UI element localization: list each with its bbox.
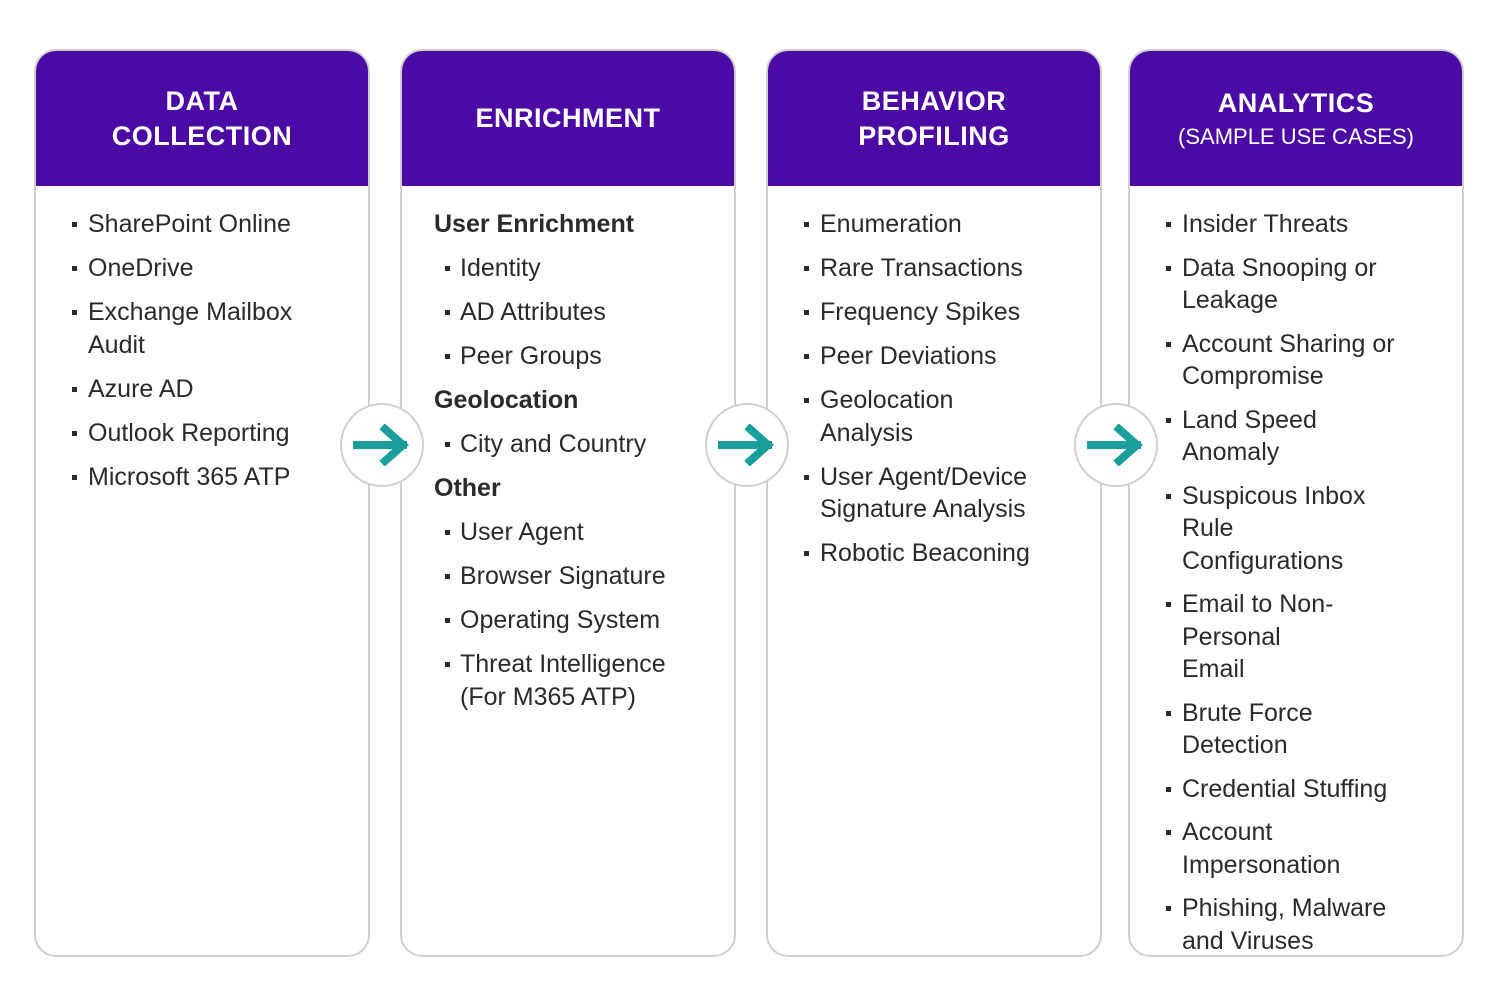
column-data-collection: DATA COLLECTION SharePoint Online OneDri… <box>34 49 370 957</box>
list-item: Geolocation Analysis <box>768 384 1100 449</box>
list-item: Land Speed Anomaly <box>1130 404 1462 469</box>
list-item: Microsoft 365 ATP <box>36 461 368 494</box>
column-title: DATA COLLECTION <box>111 85 293 151</box>
arrow-right-icon <box>718 424 775 466</box>
list-item: Email to Non-Personal Email <box>1130 588 1462 686</box>
list-item: Browser Signature <box>402 560 734 593</box>
list-item: Robotic Beaconing <box>768 537 1100 570</box>
list-item: Peer Deviations <box>768 340 1100 373</box>
column-subtitle: (SAMPLE USE CASES) <box>1178 124 1414 149</box>
list-item: User Agent <box>402 516 734 549</box>
list-item: Threat Intelligence (For M365 ATP) <box>402 648 734 713</box>
column-title: ENRICHMENT <box>475 103 661 133</box>
list-item: User Agent/Device Signature Analysis <box>768 461 1100 526</box>
item-list: SharePoint Online OneDrive Exchange Mail… <box>36 208 368 493</box>
column-body: User Enrichment Identity AD Attributes P… <box>402 186 734 713</box>
list-item: OneDrive <box>36 252 368 285</box>
column-body: SharePoint Online OneDrive Exchange Mail… <box>36 186 368 493</box>
list-item: Frequency Spikes <box>768 296 1100 329</box>
list-item: Peer Groups <box>402 340 734 373</box>
column-behavior-profiling: BEHAVIOR PROFILING Enumeration Rare Tran… <box>766 49 1102 957</box>
column-title: BEHAVIOR PROFILING <box>858 85 1010 151</box>
list-item: Credential Stuffing <box>1130 773 1462 806</box>
column-body: Enumeration Rare Transactions Frequency … <box>768 186 1100 570</box>
arrow-right-icon <box>1087 424 1144 466</box>
arrow-right-icon <box>353 424 410 466</box>
list-item: Identity <box>402 252 734 285</box>
list-item: Outlook Reporting <box>36 417 368 450</box>
column-analytics: ANALYTICS (SAMPLE USE CASES) Insider Thr… <box>1128 49 1464 957</box>
list-item: Insider Threats <box>1130 208 1462 241</box>
column-header: BEHAVIOR PROFILING <box>768 51 1100 186</box>
list-item: Exchange Mailbox Audit <box>36 296 368 361</box>
column-header: ENRICHMENT <box>402 51 734 186</box>
list-item: Account Sharing or Compromise <box>1130 328 1462 393</box>
list-item: Phishing, Malware and Viruses <box>1130 892 1462 955</box>
list-item: Operating System <box>402 604 734 637</box>
list-item: Data Snooping or Leakage <box>1130 252 1462 317</box>
list-item: City and Country <box>402 428 734 461</box>
group-heading: User Enrichment <box>434 210 635 238</box>
column-header: ANALYTICS (SAMPLE USE CASES) <box>1130 51 1462 186</box>
group-heading: Geolocation <box>434 386 579 414</box>
list-item: AD Attributes <box>402 296 734 329</box>
column-title: ANALYTICS <box>1217 88 1375 118</box>
connector-1 <box>340 403 424 487</box>
group-heading: Other <box>434 474 501 502</box>
list-item: Azure AD <box>36 373 368 406</box>
list-item: Brute Force Detection <box>1130 697 1462 762</box>
item-list: Enumeration Rare Transactions Frequency … <box>768 208 1100 570</box>
connector-3 <box>1074 403 1158 487</box>
list-item: Rare Transactions <box>768 252 1100 285</box>
connector-2 <box>705 403 789 487</box>
column-enrichment: ENRICHMENT User Enrichment Identity AD A… <box>400 49 736 957</box>
list-item: Enumeration <box>768 208 1100 241</box>
list-item: Account Impersonation <box>1130 816 1462 881</box>
column-body: Insider Threats Data Snooping or Leakage… <box>1130 186 1462 955</box>
item-list: Insider Threats Data Snooping or Leakage… <box>1130 208 1462 955</box>
column-header: DATA COLLECTION <box>36 51 368 186</box>
list-item: SharePoint Online <box>36 208 368 241</box>
list-item: Suspicous Inbox Rule Configurations <box>1130 480 1462 578</box>
